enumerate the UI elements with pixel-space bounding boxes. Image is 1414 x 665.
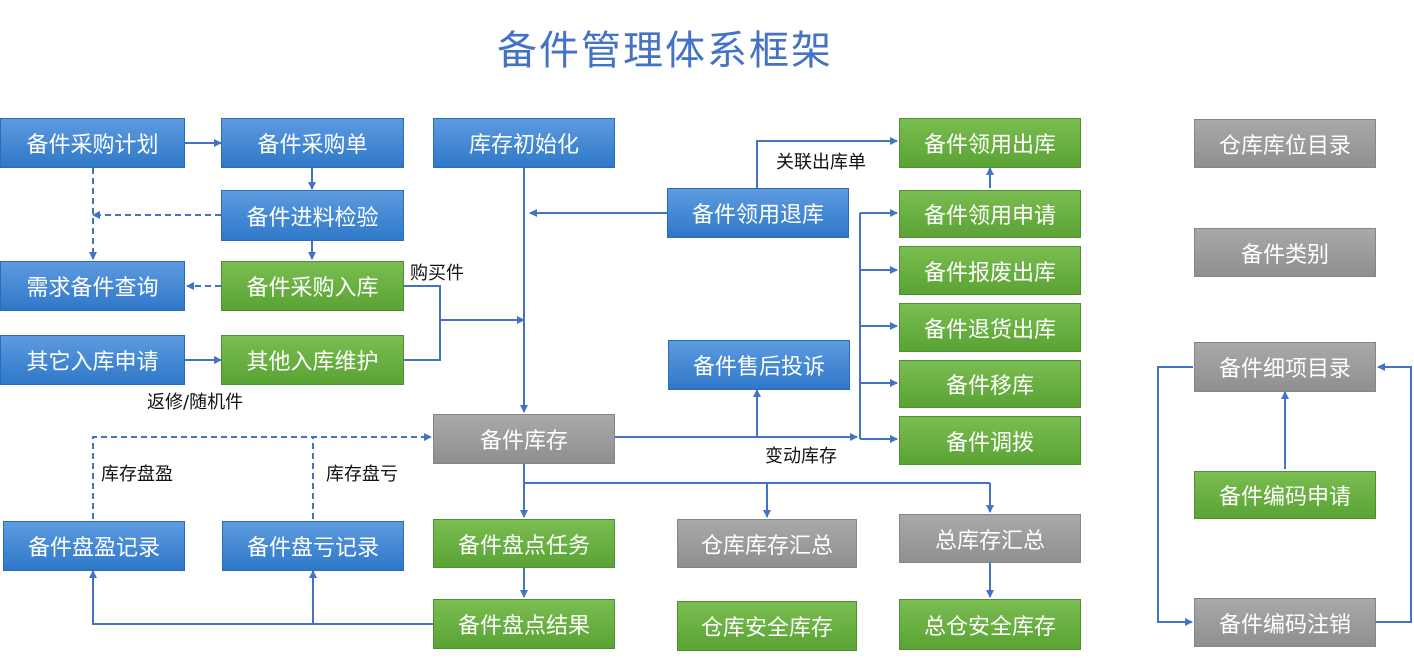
code-cancel-box[interactable]: 备件编码注销: [1194, 598, 1376, 647]
surplus-label: 库存盘盈: [101, 464, 173, 485]
loss-record-box[interactable]: 备件盘亏记录: [222, 521, 404, 571]
demand-query-box[interactable]: 需求备件查询: [0, 261, 185, 311]
requisition-request-box[interactable]: 备件领用申请: [899, 190, 1081, 238]
aftersales-complaint-box[interactable]: 备件售后投诉: [668, 340, 850, 390]
arrow-return-to-outbound: [756, 137, 898, 188]
purchased-label: 购买件: [410, 263, 464, 284]
stocktake-task-box[interactable]: 备件盘点任务: [433, 519, 615, 568]
warehouse-summary-box[interactable]: 仓库库存汇总: [677, 519, 857, 568]
stocktake-result-box[interactable]: 备件盘点结果: [433, 599, 615, 649]
change-stock-label: 变动库存: [765, 446, 837, 467]
transfer-box[interactable]: 备件移库: [899, 360, 1081, 408]
category-box[interactable]: 备件类别: [1194, 228, 1376, 277]
arrow-result-to-surplus: [89, 570, 433, 625]
return-to-stock-box[interactable]: 备件领用退库: [667, 188, 849, 238]
surplus-record-box[interactable]: 备件盘盈记录: [3, 521, 185, 571]
location-catalog-box[interactable]: 仓库库位目录: [1194, 119, 1376, 168]
incoming-inspection-box[interactable]: 备件进料检验: [221, 190, 404, 241]
warehouse-safety-box[interactable]: 仓库安全库存: [677, 601, 857, 651]
other-inbound-maint-box[interactable]: 其他入库维护: [221, 335, 404, 385]
arrow-cancel-to-catalog: [1376, 363, 1412, 623]
diagram-title: 备件管理体系框架: [497, 28, 833, 74]
requisition-outbound-box[interactable]: 备件领用出库: [899, 118, 1081, 168]
other-inbound-request-box[interactable]: 其它入库申请: [0, 335, 185, 385]
spare-inventory-box[interactable]: 备件库存: [433, 414, 615, 464]
scrap-outbound-box[interactable]: 备件报废出库: [899, 246, 1081, 295]
repair-random-label: 返修/随机件: [147, 392, 244, 413]
item-catalog-box[interactable]: 备件细项目录: [1194, 342, 1376, 392]
arrow-catalog-to-cancel: [1157, 366, 1193, 626]
purchase-order-box[interactable]: 备件采购单: [221, 118, 404, 168]
dashed-surplus-to-inventory: [92, 433, 432, 519]
total-safety-box[interactable]: 总仓安全库存: [899, 599, 1081, 650]
total-summary-box[interactable]: 总库存汇总: [899, 514, 1081, 563]
purchase-inbound-box[interactable]: 备件采购入库: [221, 261, 404, 311]
loss-label: 库存盘亏: [326, 464, 398, 485]
inventory-init-box[interactable]: 库存初始化: [433, 118, 615, 168]
allocation-box[interactable]: 备件调拨: [899, 416, 1081, 465]
merge-inbound-bracket: [404, 285, 441, 361]
purchase-plan-box[interactable]: 备件采购计划: [0, 118, 185, 168]
code-request-box[interactable]: 备件编码申请: [1194, 471, 1376, 519]
linked-outbound-label: 关联出库单: [776, 152, 866, 173]
return-goods-outbound-box[interactable]: 备件退货出库: [899, 303, 1081, 352]
